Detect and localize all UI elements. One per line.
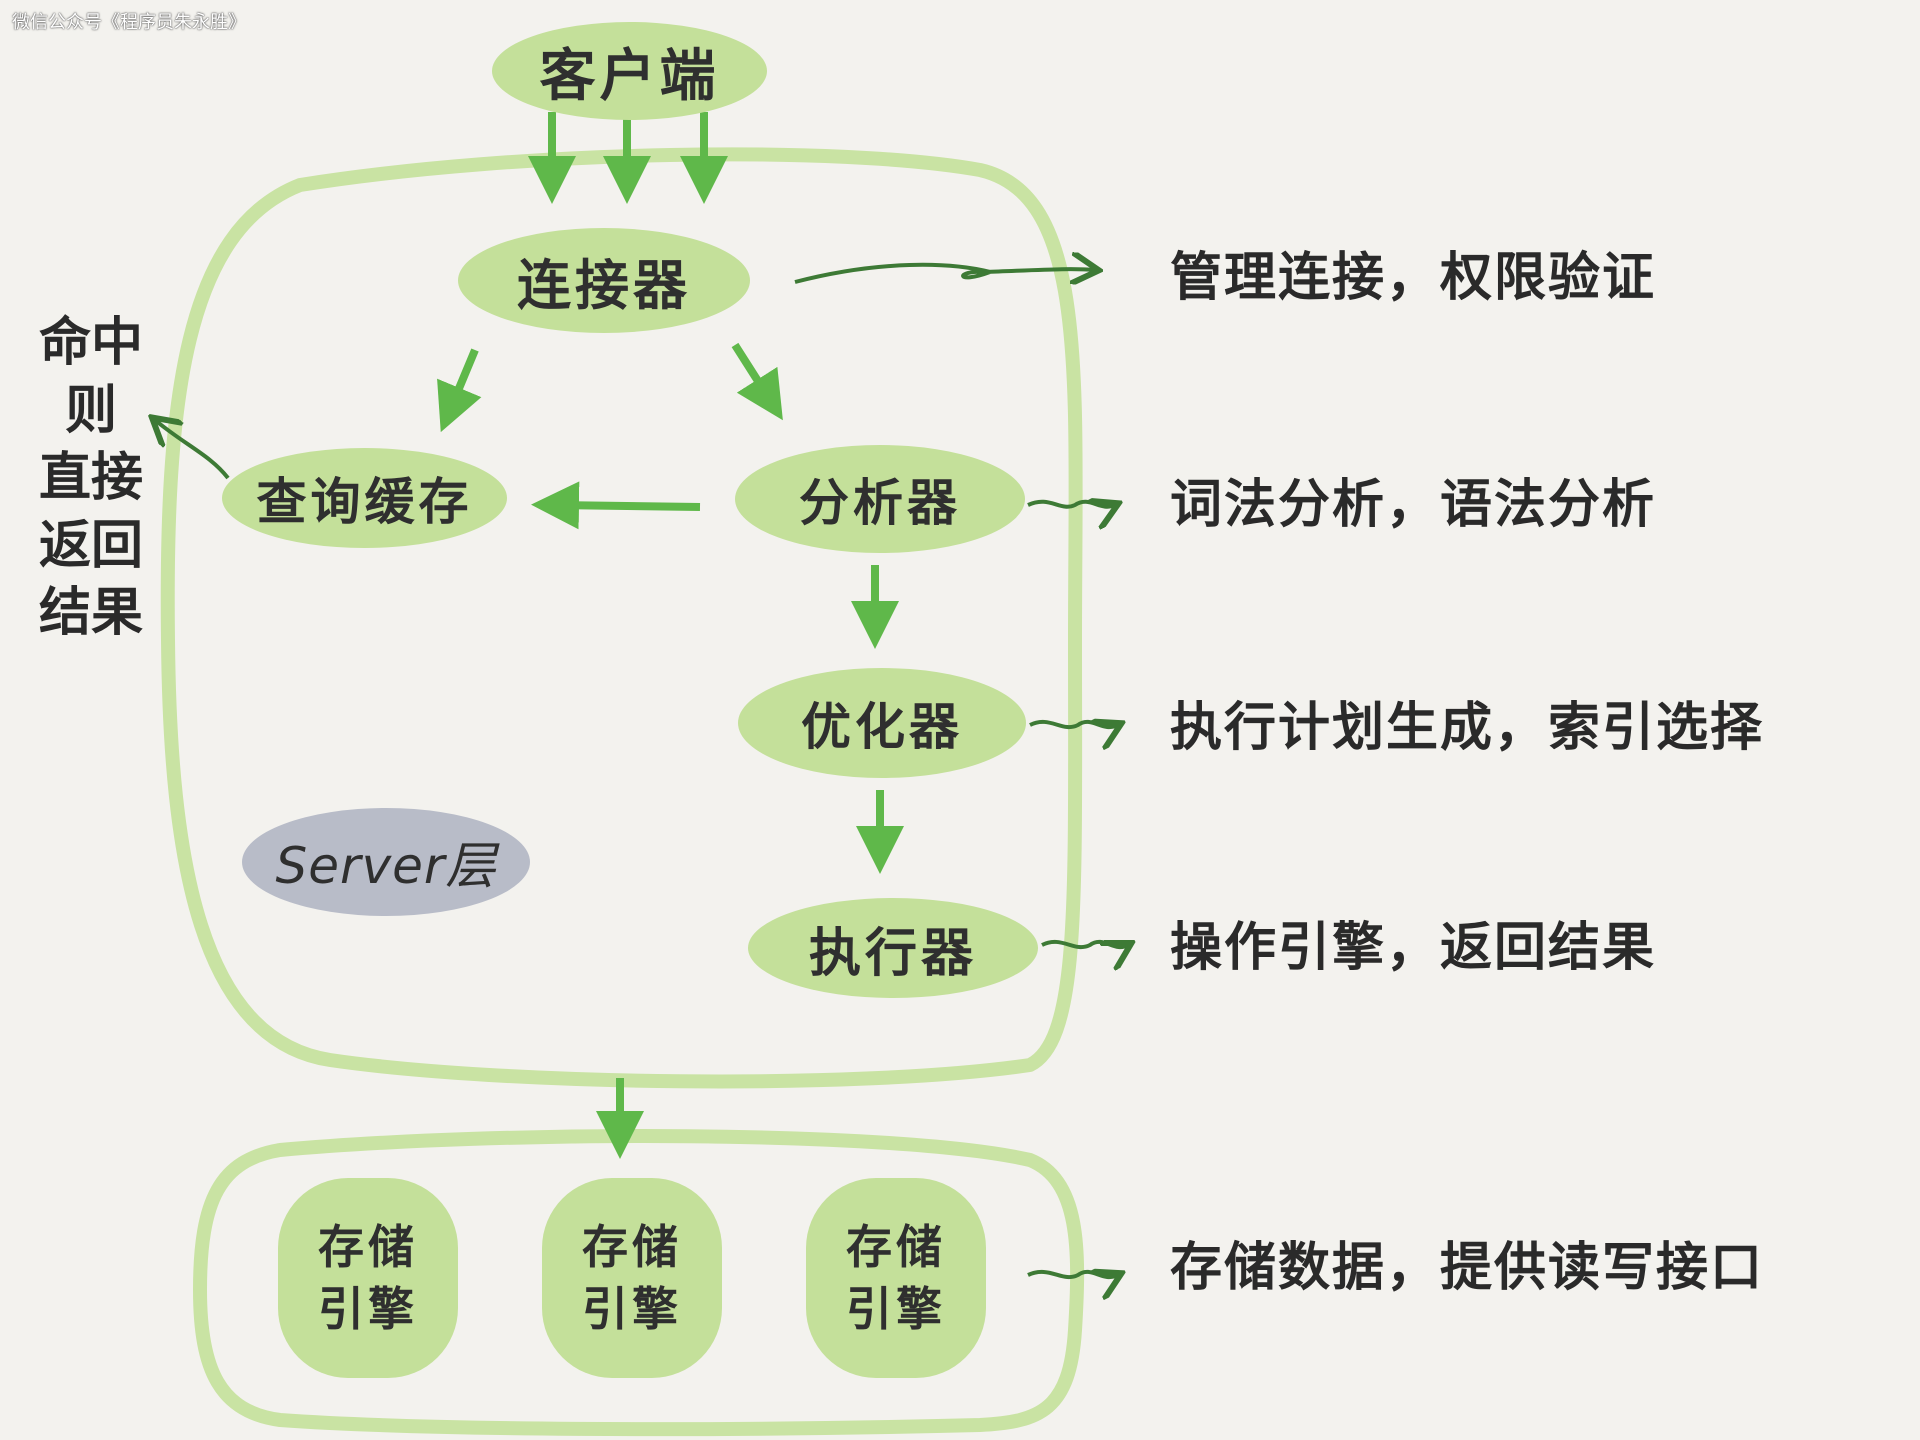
storage-engine-line2: 引擎 (318, 1282, 418, 1336)
arrow-note-optimizer (1029, 722, 1118, 727)
executor-node: 执行器 (748, 898, 1038, 998)
cache-hit-line: 返回 (38, 515, 143, 576)
storage-layer-outline (193, 1129, 1085, 1437)
watermark: 微信公众号《程序员朱永胜》 (12, 12, 246, 33)
storage-engine-line1: 存储 (318, 1219, 418, 1274)
note-connector: 管理连接，权限验证 (1170, 248, 1657, 308)
server-layer-outline (160, 147, 1083, 1089)
cache-hit-line: 则 (64, 380, 117, 441)
server-layer-label: Server层 (242, 808, 530, 916)
cache-hit-note: 命中 则 直接 返回 结果 (36, 310, 146, 648)
optimizer-label: 优化器 (801, 698, 963, 756)
note-storage-engine: 存储数据，提供读写接口 (1170, 1238, 1765, 1298)
client-label: 客户端 (539, 43, 720, 109)
arrow-note-executor (1041, 939, 1128, 947)
arrow-connector-cache (437, 348, 482, 433)
connector-label: 连接器 (517, 254, 691, 317)
arrow-note-connector (794, 265, 1095, 282)
arrow-connector-analyzer (731, 342, 783, 421)
executor-label: 执行器 (808, 923, 977, 984)
arrow-cache-hit-return (155, 420, 230, 480)
optimizer-node: 优化器 (738, 668, 1026, 778)
server-layer-text: Server层 (275, 837, 497, 895)
storage-engine-line1: 存储 (582, 1219, 682, 1274)
analyzer-label: 分析器 (799, 474, 961, 532)
query-cache-node: 查询缓存 (222, 448, 507, 548)
storage-engine-1: 存储 引擎 (278, 1178, 458, 1378)
cache-hit-line: 命中 (38, 313, 143, 373)
analyzer-node: 分析器 (735, 445, 1025, 553)
query-cache-label: 查询缓存 (256, 473, 473, 531)
arrow-analyzer-cache (531, 481, 701, 530)
storage-engine-line2: 引擎 (582, 1282, 682, 1336)
arrow-note-analyzer (1027, 502, 1115, 507)
storage-engine-line1: 存储 (846, 1219, 946, 1274)
cache-hit-line: 直接 (38, 448, 143, 509)
note-optimizer: 执行计划生成，索引选择 (1170, 698, 1765, 758)
connector-node: 连接器 (458, 228, 750, 333)
note-analyzer: 词法分析，语法分析 (1170, 475, 1657, 535)
storage-engine-2: 存储 引擎 (542, 1178, 722, 1378)
storage-engine-3: 存储 引擎 (806, 1178, 986, 1378)
client-node: 客户端 (492, 22, 767, 120)
arrow-note-engine (1027, 1272, 1118, 1277)
note-executor: 操作引擎，返回结果 (1170, 918, 1657, 978)
storage-engine-line2: 引擎 (846, 1282, 946, 1336)
cache-hit-line: 结果 (38, 583, 143, 644)
